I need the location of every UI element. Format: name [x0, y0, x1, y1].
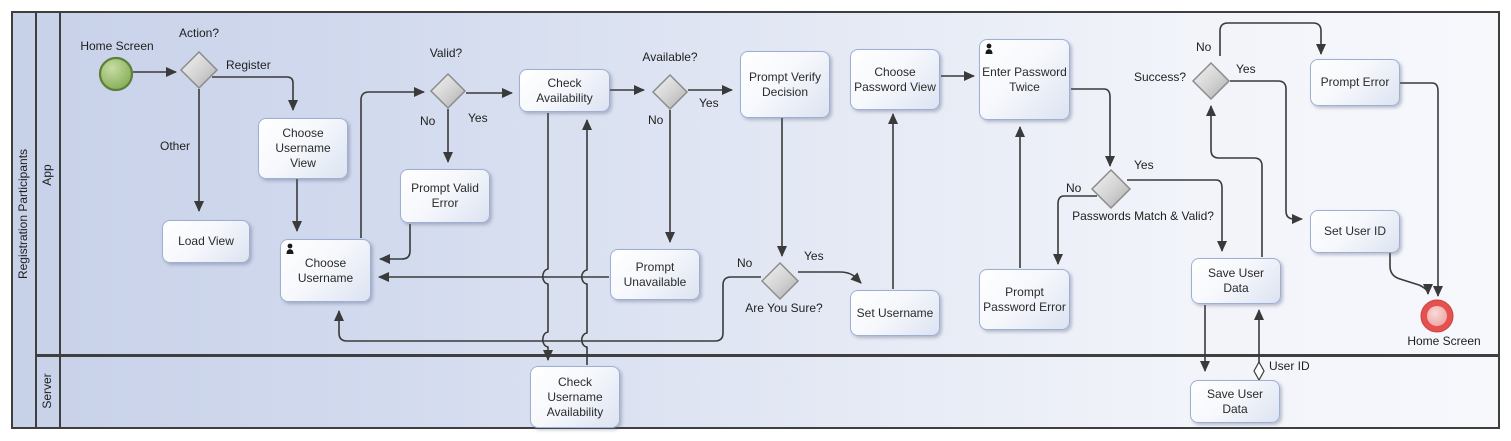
flow-choose-username-to-valid	[360, 87, 425, 238]
edge-label-available-no: No	[648, 113, 664, 127]
task-prompt-unavailable[interactable]: Prompt Unavailable	[610, 249, 700, 300]
task-choose-username[interactable]: Choose Username	[280, 239, 371, 302]
task-prompt-verify-decision[interactable]: Prompt Verify Decision	[740, 51, 830, 118]
start-event-label: Home Screen	[80, 39, 154, 53]
task-label: Prompt Password Error	[983, 284, 1066, 314]
flow-match-yes	[1127, 179, 1227, 252]
gateway-valid-label: Valid?	[429, 46, 463, 60]
flow-success-yes	[1230, 80, 1303, 224]
flow-savedata-to-success	[1206, 105, 1263, 257]
task-check-username-availability[interactable]: Check Username Availability	[530, 366, 620, 428]
task-enter-password-twice[interactable]: Enter Password Twice	[979, 39, 1070, 120]
lane-divider-app-server	[36, 354, 1500, 357]
edge-label-valid-yes: Yes	[468, 111, 488, 125]
task-label: Set User ID	[1323, 224, 1386, 238]
flow-validerror-to-choose-username	[379, 224, 411, 264]
task-label: Choose Username View	[275, 126, 331, 170]
gateway-passwords-match[interactable]	[1090, 168, 1132, 210]
flow-register	[212, 76, 298, 111]
task-label: Save User Data	[1207, 266, 1265, 295]
flow-match-no	[1053, 195, 1097, 265]
task-prompt-error[interactable]: Prompt Error	[1310, 59, 1400, 106]
task-set-user-id[interactable]: Set User ID	[1310, 210, 1400, 253]
end-event-inner	[1427, 306, 1447, 326]
task-label: Set Username	[856, 305, 934, 320]
start-event-home-screen[interactable]	[98, 56, 134, 92]
gateway-passwords-match-label: Passwords Match & Valid?	[1072, 209, 1214, 223]
flow-server-to-checkavail	[580, 119, 592, 365]
edge-label-success-no: No	[1196, 40, 1212, 54]
task-save-user-data-app[interactable]: Save User Data	[1191, 258, 1281, 304]
task-label: Check Availability	[536, 75, 593, 105]
gateway-valid[interactable]	[429, 72, 467, 110]
edge-label-success-yes: Yes	[1236, 62, 1256, 76]
edge-label-sure-yes: Yes	[804, 249, 824, 263]
task-choose-username-view[interactable]: Choose Username View	[258, 118, 348, 179]
task-label: Choose Username	[297, 255, 354, 285]
flow-success-no	[1219, 22, 1326, 56]
task-prompt-valid-error[interactable]: Prompt Valid Error	[400, 169, 490, 223]
gateway-action-label: Action?	[178, 26, 220, 40]
task-prompt-password-error[interactable]: Prompt Password Error	[979, 269, 1070, 330]
pool-header-divider	[35, 11, 37, 429]
lane-label-divider	[59, 11, 61, 429]
edge-label-available-yes: Yes	[699, 96, 719, 110]
task-label: Choose Password View	[854, 64, 936, 94]
edge-label-register: Register	[226, 58, 271, 72]
user-task-icon	[286, 243, 294, 254]
edge-label-match-yes: Yes	[1134, 158, 1154, 172]
gateway-available[interactable]	[651, 73, 689, 111]
flow-enterpassword-to-match	[1071, 88, 1115, 167]
task-set-username[interactable]: Set Username	[850, 290, 940, 336]
gateway-are-you-sure[interactable]	[760, 261, 800, 301]
task-label: Check Username Availability	[546, 374, 604, 419]
flow-prompterror-to-end	[1400, 82, 1443, 297]
edge-label-match-no: No	[1066, 181, 1082, 195]
edge-label-user-id: User ID	[1269, 359, 1310, 373]
task-load-view[interactable]: Load View	[162, 220, 250, 263]
user-task-icon	[985, 43, 993, 54]
flow-sure-no	[334, 276, 761, 342]
end-event-label: Home Screen	[1407, 334, 1481, 348]
edge-label-valid-no: No	[420, 114, 436, 128]
gateway-action[interactable]	[179, 50, 219, 90]
gateway-are-you-sure-label: Are You Sure?	[745, 301, 823, 315]
gateway-success[interactable]	[1191, 61, 1231, 101]
task-check-availability[interactable]: Check Availability	[519, 69, 610, 112]
task-label: Prompt Error	[1320, 75, 1390, 89]
gateway-success-label: Success?	[1133, 70, 1186, 84]
task-label: Prompt Unavailable	[623, 259, 687, 289]
gateway-available-label: Available?	[642, 50, 698, 64]
task-label: Prompt Verify Decision	[748, 69, 822, 99]
task-label: Save User Data	[1206, 386, 1264, 416]
edge-label-sure-no: No	[737, 256, 753, 270]
task-save-user-data-server[interactable]: Save User Data	[1190, 380, 1280, 423]
task-label: Prompt Valid Error	[411, 181, 479, 210]
task-label: Enter Password Twice	[982, 64, 1067, 94]
flow-sure-yes	[798, 271, 862, 284]
task-choose-password-view[interactable]: Choose Password View	[850, 49, 940, 110]
flow-checkavail-to-server	[541, 113, 553, 361]
task-label: Load View	[178, 234, 234, 248]
user-id-association-diamond	[1253, 360, 1265, 382]
flow-setuserid-to-end	[1389, 253, 1433, 295]
edge-label-other: Other	[160, 139, 191, 153]
